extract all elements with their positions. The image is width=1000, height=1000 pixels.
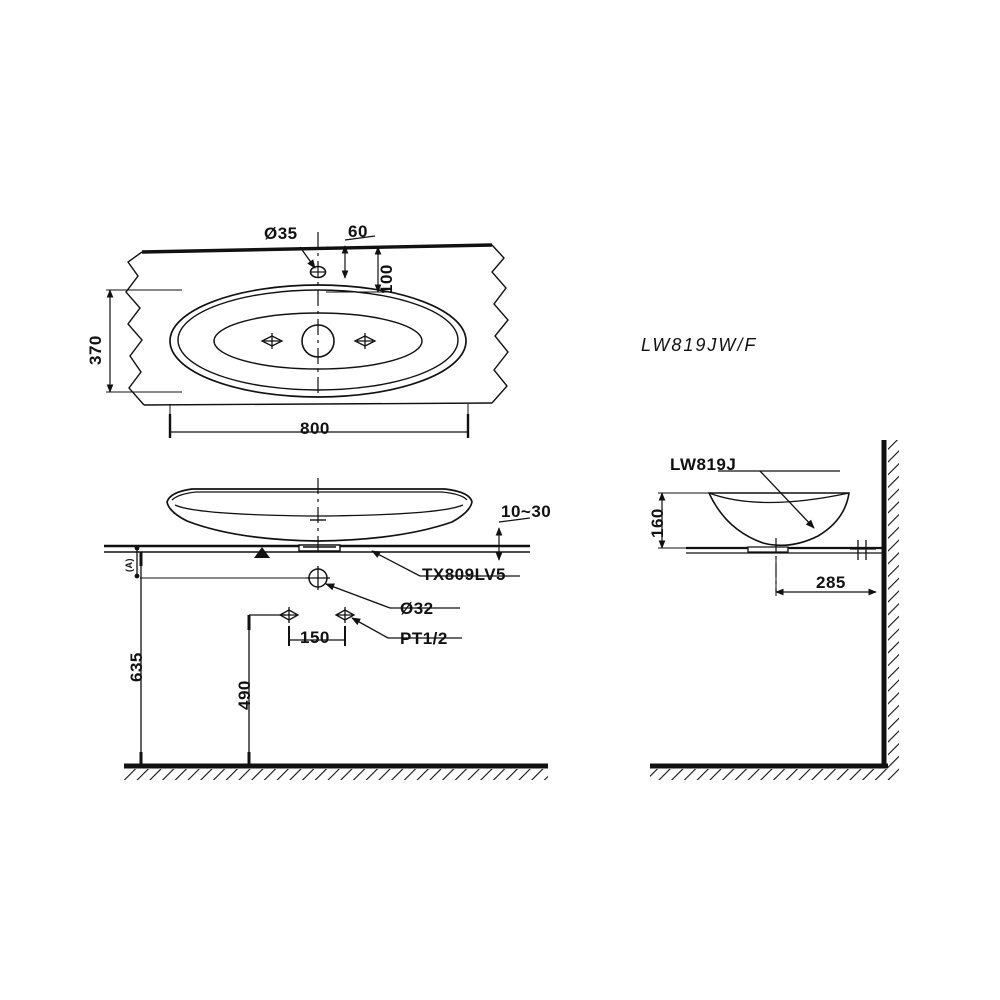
front-counter-datum-label: (A): [124, 558, 134, 572]
plan-tap-offset-label: 60: [348, 222, 368, 241]
plan-view-group: [106, 232, 509, 438]
front-supply-thread-label: PT1/2: [400, 629, 448, 648]
front-drain-crosshair: [306, 566, 330, 590]
plan-tap-to-bowl-label: 100: [377, 264, 396, 294]
front-supply-spacing-label: 150: [300, 628, 330, 647]
side-counter-cutout: [747, 546, 789, 553]
front-elevation-group: [104, 478, 548, 780]
side-wall-distance-label: 285: [816, 573, 846, 592]
plan-break-line-left: [125, 251, 145, 406]
front-drain-diameter-label: Ø32: [400, 599, 434, 618]
front-dim-thickness-leader: [498, 517, 531, 523]
front-supply-thread-leader: [351, 617, 389, 639]
front-dim-A-dot-top: [134, 545, 140, 551]
front-counter-height-label: 635: [127, 652, 146, 682]
front-supply-marks: [278, 607, 356, 623]
front-counter-datum-mark: [254, 547, 270, 558]
plan-counter-depth-label: 370: [86, 335, 105, 365]
plan-tap-hole: [309, 265, 327, 279]
plan-supply-marks: [260, 333, 377, 349]
plan-break-line-right: [491, 244, 509, 404]
front-drain-dia-leader: [325, 583, 391, 609]
plan-counter-width-label: 800: [300, 419, 330, 438]
plan-counter-front-edge: [143, 402, 493, 406]
front-floor-hatching: [124, 769, 548, 780]
front-trap-part-label: TX809LV5: [422, 565, 507, 584]
side-bowl-outline: [707, 492, 850, 547]
front-dim-150-endcaps: [288, 626, 346, 646]
front-bowl-rim-lower: [174, 504, 464, 517]
plan-tap-hole-leader: [299, 246, 316, 269]
side-basin-part-label: LW819J: [670, 455, 737, 474]
front-supply-height-label: 490: [235, 680, 254, 710]
front-trap-leader: [371, 550, 421, 577]
side-wall-clearance-ticks: [857, 540, 867, 560]
plan-dim-800-ext: [169, 404, 469, 432]
front-dim-A-dot-bottom: [134, 573, 140, 579]
front-counter-thickness-label: 10~30: [501, 502, 552, 521]
side-wall-hatching: [888, 440, 899, 780]
plan-dim-60-leader: [344, 235, 376, 241]
front-bowl-rim-inner: [171, 491, 468, 501]
front-bowl-outline: [166, 488, 473, 542]
front-counter-cutout: [298, 544, 341, 552]
side-basin-label-leader: [759, 470, 815, 529]
model-number-label: LW819JW/F: [641, 335, 758, 355]
side-bowl-rim: [708, 492, 850, 504]
side-bowl-height-label: 160: [648, 508, 667, 538]
plan-counter-back-edge: [141, 243, 493, 254]
plan-tap-hole-diameter-label: Ø35: [264, 224, 298, 243]
side-floor-hatching: [650, 769, 890, 780]
side-elevation-group: [650, 440, 899, 780]
